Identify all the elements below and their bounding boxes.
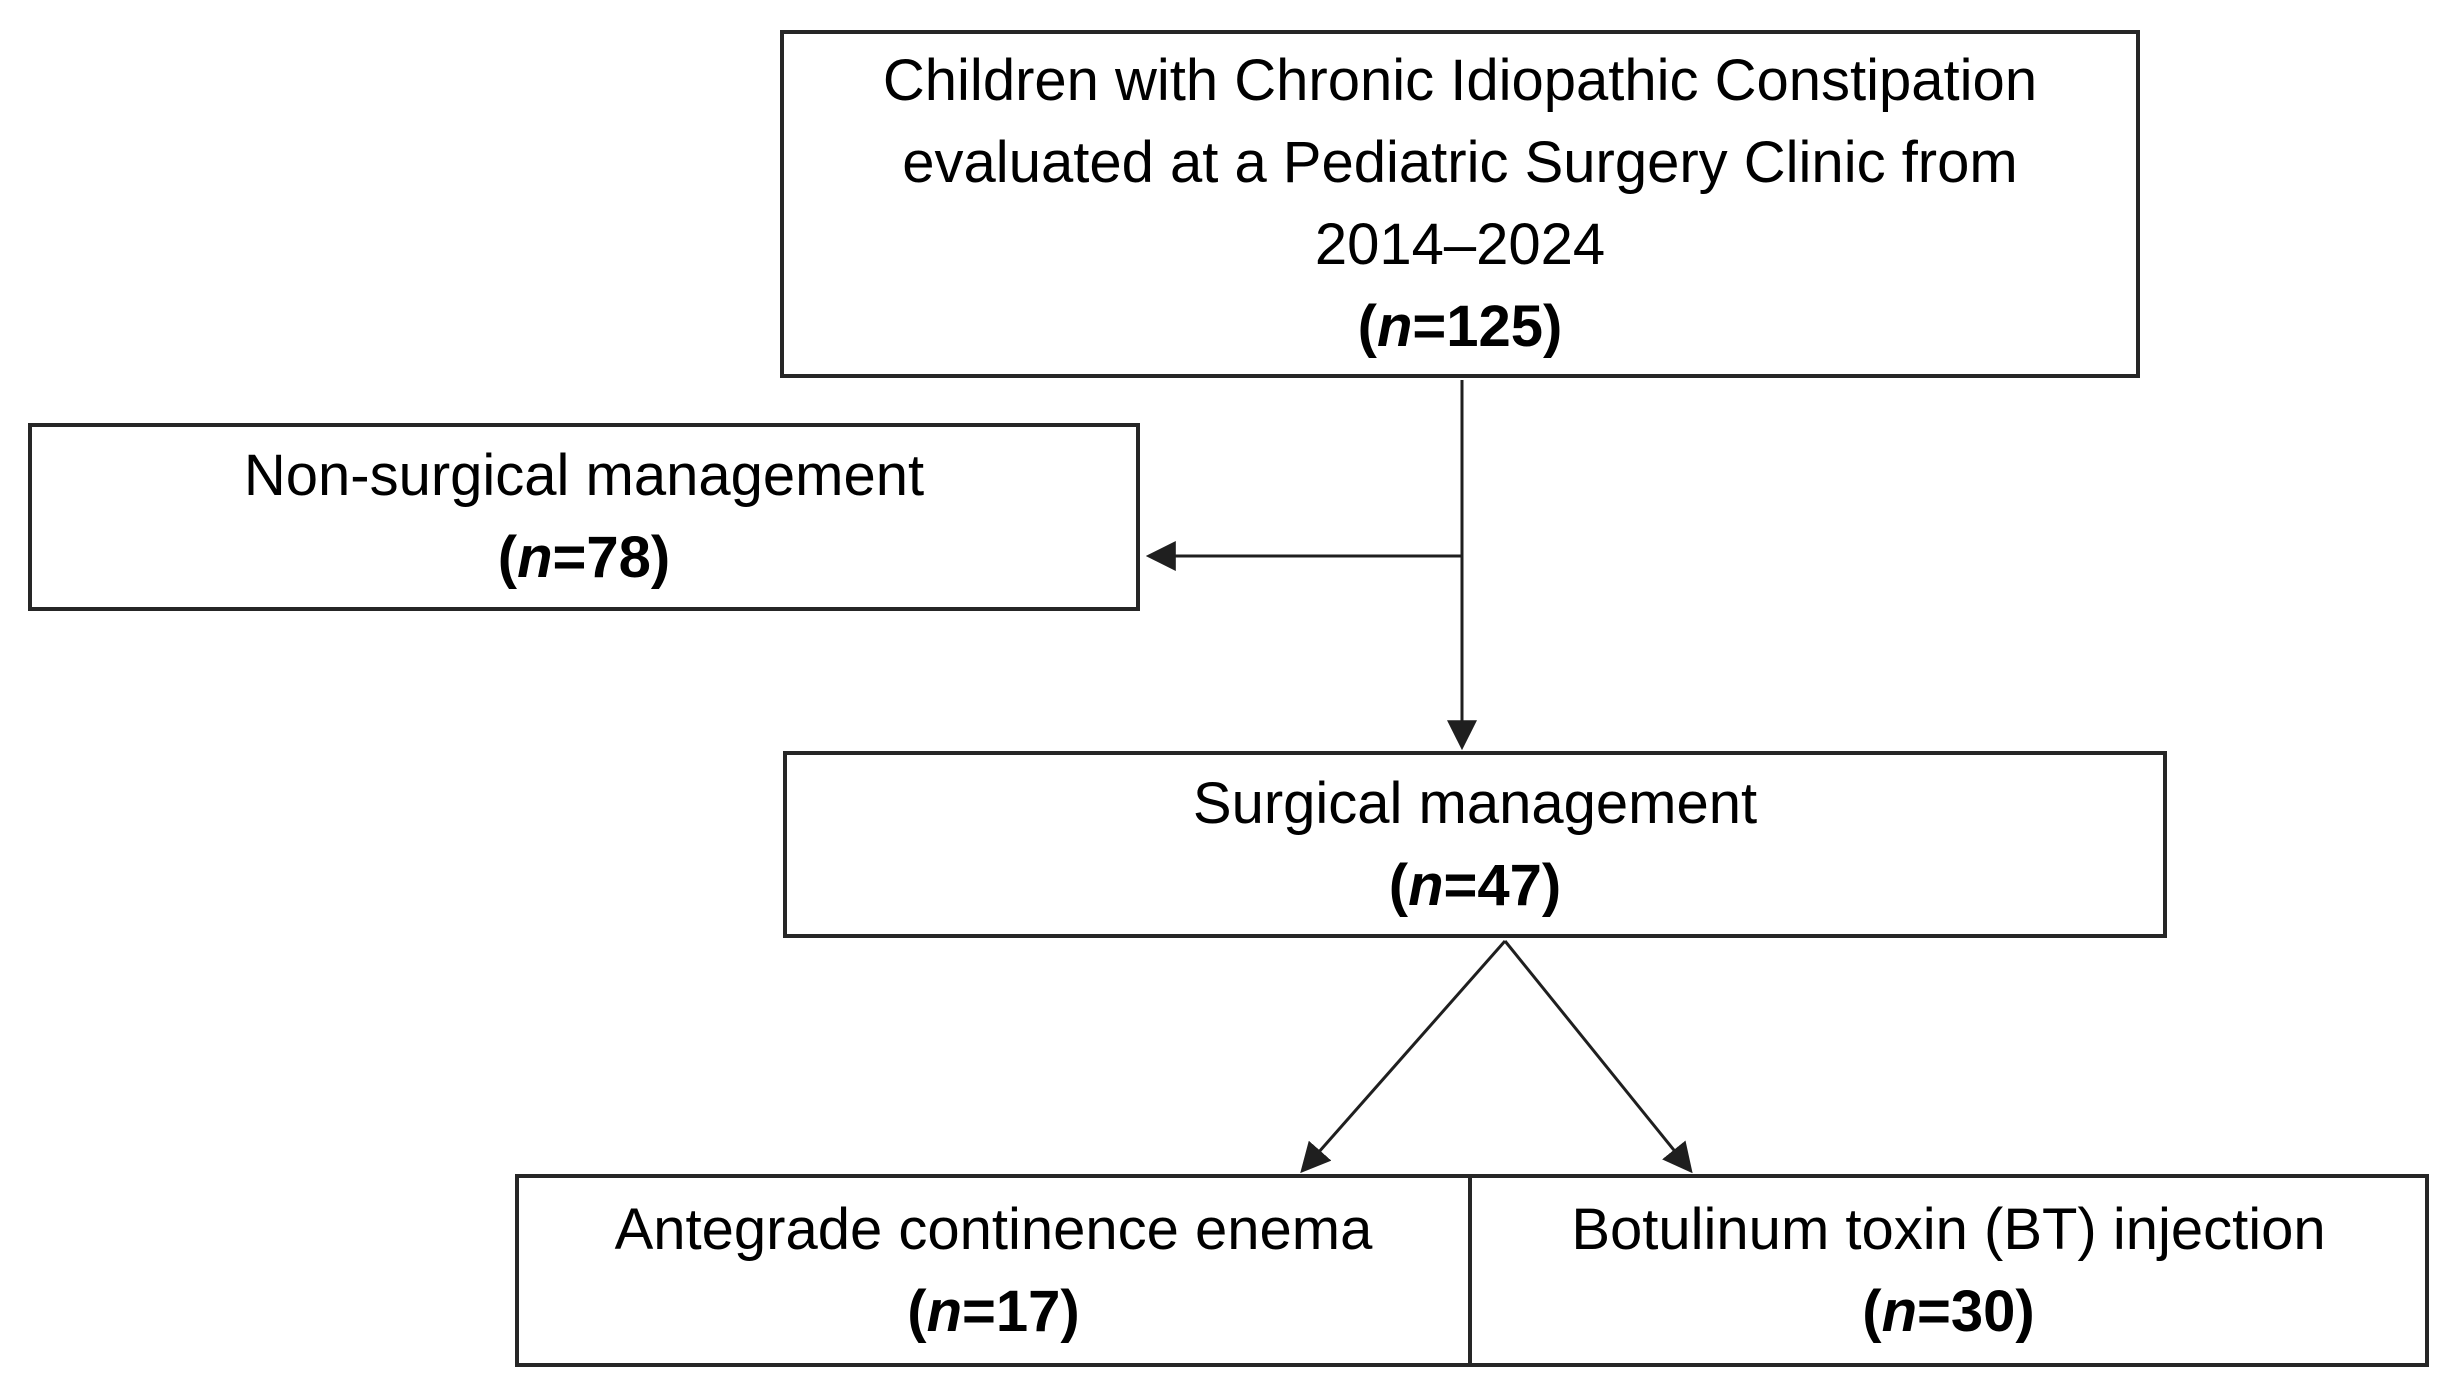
bt-n-count: (n=30) [1862, 1271, 2034, 1353]
box-antegrade-continence-enema: Antegrade continence enema (n=17) [515, 1174, 1472, 1367]
n-symbol: n [1408, 852, 1444, 918]
surgical-label: Surgical management [1192, 770, 1758, 836]
n-value: =17) [962, 1278, 1080, 1344]
n-value: =30) [1917, 1278, 2035, 1344]
n-symbol: n [926, 1278, 963, 1344]
edge-surgical-bt [1503, 940, 1693, 1174]
n-symbol: n [517, 525, 553, 590]
paren-open: ( [1357, 294, 1377, 359]
n-value: =78) [552, 525, 671, 590]
population-line-1: Children with Chronic Idiopathic Constip… [882, 48, 2038, 113]
paren-open: ( [497, 525, 518, 590]
box-non-surgical: Non-surgical management (n=78) [28, 423, 1140, 611]
ace-label: Antegrade continence enema [614, 1196, 1373, 1262]
box-population: Children with Chronic Idiopathic Constip… [780, 30, 2140, 378]
population-line-2: evaluated at a Pediatric Surgery Clinic … [902, 130, 2018, 195]
n-value: =47) [1443, 852, 1562, 918]
non-surgical-label: Non-surgical management [243, 443, 925, 508]
n-symbol: n [1376, 294, 1413, 359]
population-n-count: (n=125) [1358, 286, 1563, 368]
paren-open: ( [907, 1278, 927, 1344]
n-value: =125) [1412, 294, 1563, 359]
paren-open: ( [1388, 852, 1409, 918]
paren-open: ( [1862, 1278, 1882, 1344]
population-line-3: 2014–2024 [1314, 212, 1606, 277]
ace-n-count: (n=17) [907, 1271, 1079, 1353]
non-surgical-n-count: (n=78) [498, 517, 670, 599]
box-surgical: Surgical management (n=47) [783, 751, 2167, 938]
n-symbol: n [1881, 1278, 1918, 1344]
edge-surgical-ace [1300, 940, 1507, 1174]
bt-label: Botulinum toxin (BT) injection [1571, 1196, 2326, 1262]
surgical-n-count: (n=47) [1389, 845, 1561, 927]
box-botulinum-toxin-injection: Botulinum toxin (BT) injection (n=30) [1468, 1174, 2429, 1367]
